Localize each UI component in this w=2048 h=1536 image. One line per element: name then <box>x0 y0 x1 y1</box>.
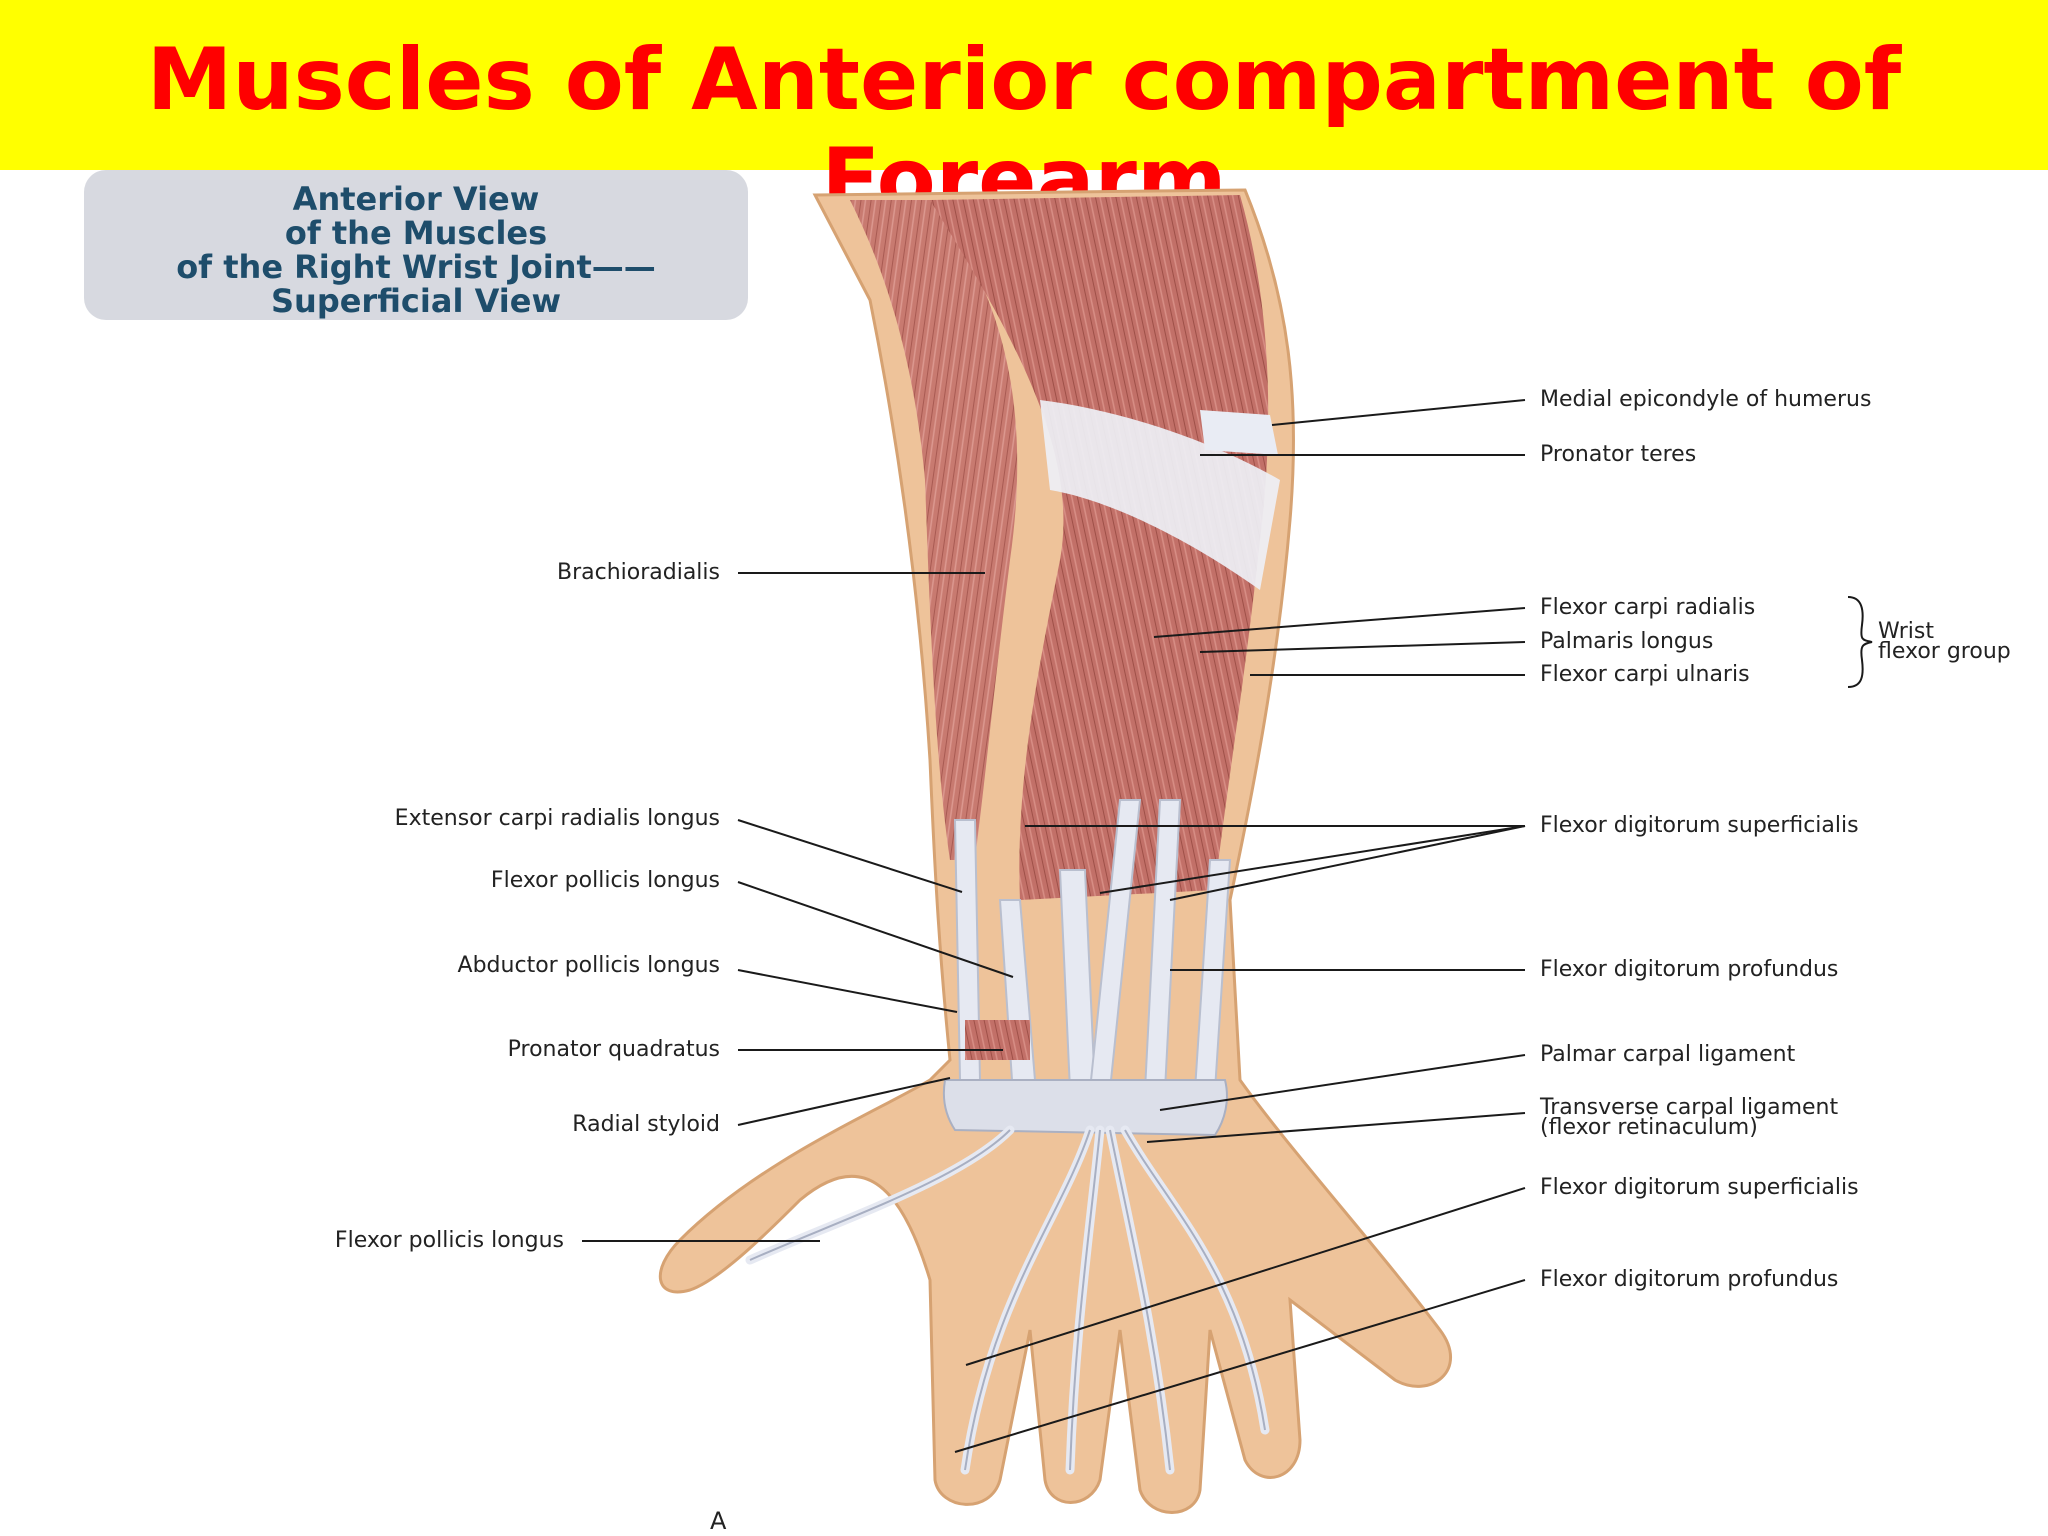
view-caption-line-2: of the Muscles <box>284 214 548 252</box>
label-brachioradialis: Brachioradialis <box>556 560 720 585</box>
label-flexor-digitorum-profundus-upper: Flexor digitorum profundus <box>1540 957 1839 982</box>
label-palmar-carpal-ligament: Palmar carpal ligament <box>1540 1042 1796 1067</box>
flexor-muscle-mass <box>930 195 1269 900</box>
wrist-flexor-brace <box>1847 596 1873 688</box>
view-caption-box: Anterior View of the Muscles of the Righ… <box>84 170 748 320</box>
label-palmaris-longus: Palmaris longus <box>1540 629 1714 654</box>
carpal-ligament-band <box>942 1079 1228 1137</box>
leader-lines-right <box>954 399 1526 1453</box>
page-title: Muscles of Anterior compartment of Forea… <box>146 30 1902 230</box>
label-flexor-digitorum-superficialis-lower: Flexor digitorum superficialis <box>1540 1175 1859 1200</box>
medial-epicondyle <box>1200 410 1278 455</box>
label-flexor-retinaculum: (flexor retinaculum) <box>1540 1115 1758 1140</box>
label-radial-styloid: Radial styloid <box>572 1112 720 1137</box>
title-bar: Muscles of Anterior compartment of Forea… <box>0 0 2048 230</box>
view-caption-line-4: Superficial View <box>270 282 561 320</box>
label-flexor-pollicis-longus-upper: Flexor pollicis longus <box>490 868 720 893</box>
label-transverse-carpal-ligament: Transverse carpal ligament <box>1540 1095 1839 1120</box>
label-pronator-quadratus: Pronator quadratus <box>507 1037 720 1062</box>
leader-lines-left <box>582 572 1014 1242</box>
label-extensor-carpi-radialis-longus: Extensor carpi radialis longus <box>394 806 720 831</box>
label-abductor-pollicis-longus: Abductor pollicis longus <box>457 953 720 978</box>
label-pronator-teres: Pronator teres <box>1540 442 1697 467</box>
label-wrist-group-line-1: Wrist <box>1878 619 1935 644</box>
label-flexor-carpi-radialis: Flexor carpi radialis <box>1540 595 1756 620</box>
view-caption-line-1: Anterior View <box>292 180 540 218</box>
label-wrist-group-line-2: flexor group <box>1878 639 2011 664</box>
label-flexor-digitorum-superficialis-upper: Flexor digitorum superficialis <box>1540 813 1859 838</box>
figure-letter: A <box>710 1507 727 1535</box>
pronator-quadratus-muscle <box>965 1020 1030 1060</box>
view-caption-line-3: of the Right Wrist Joint—— <box>176 248 656 286</box>
label-flexor-carpi-ulnaris: Flexor carpi ulnaris <box>1540 662 1750 687</box>
bicipital-aponeurosis <box>1040 400 1280 590</box>
label-medial-epicondyle: Medial epicondyle of humerus <box>1540 387 1872 412</box>
label-flexor-digitorum-profundus-lower: Flexor digitorum profundus <box>1540 1267 1839 1292</box>
brachioradialis-muscle <box>850 200 1018 860</box>
label-flexor-pollicis-longus-lower: Flexor pollicis longus <box>334 1228 564 1253</box>
